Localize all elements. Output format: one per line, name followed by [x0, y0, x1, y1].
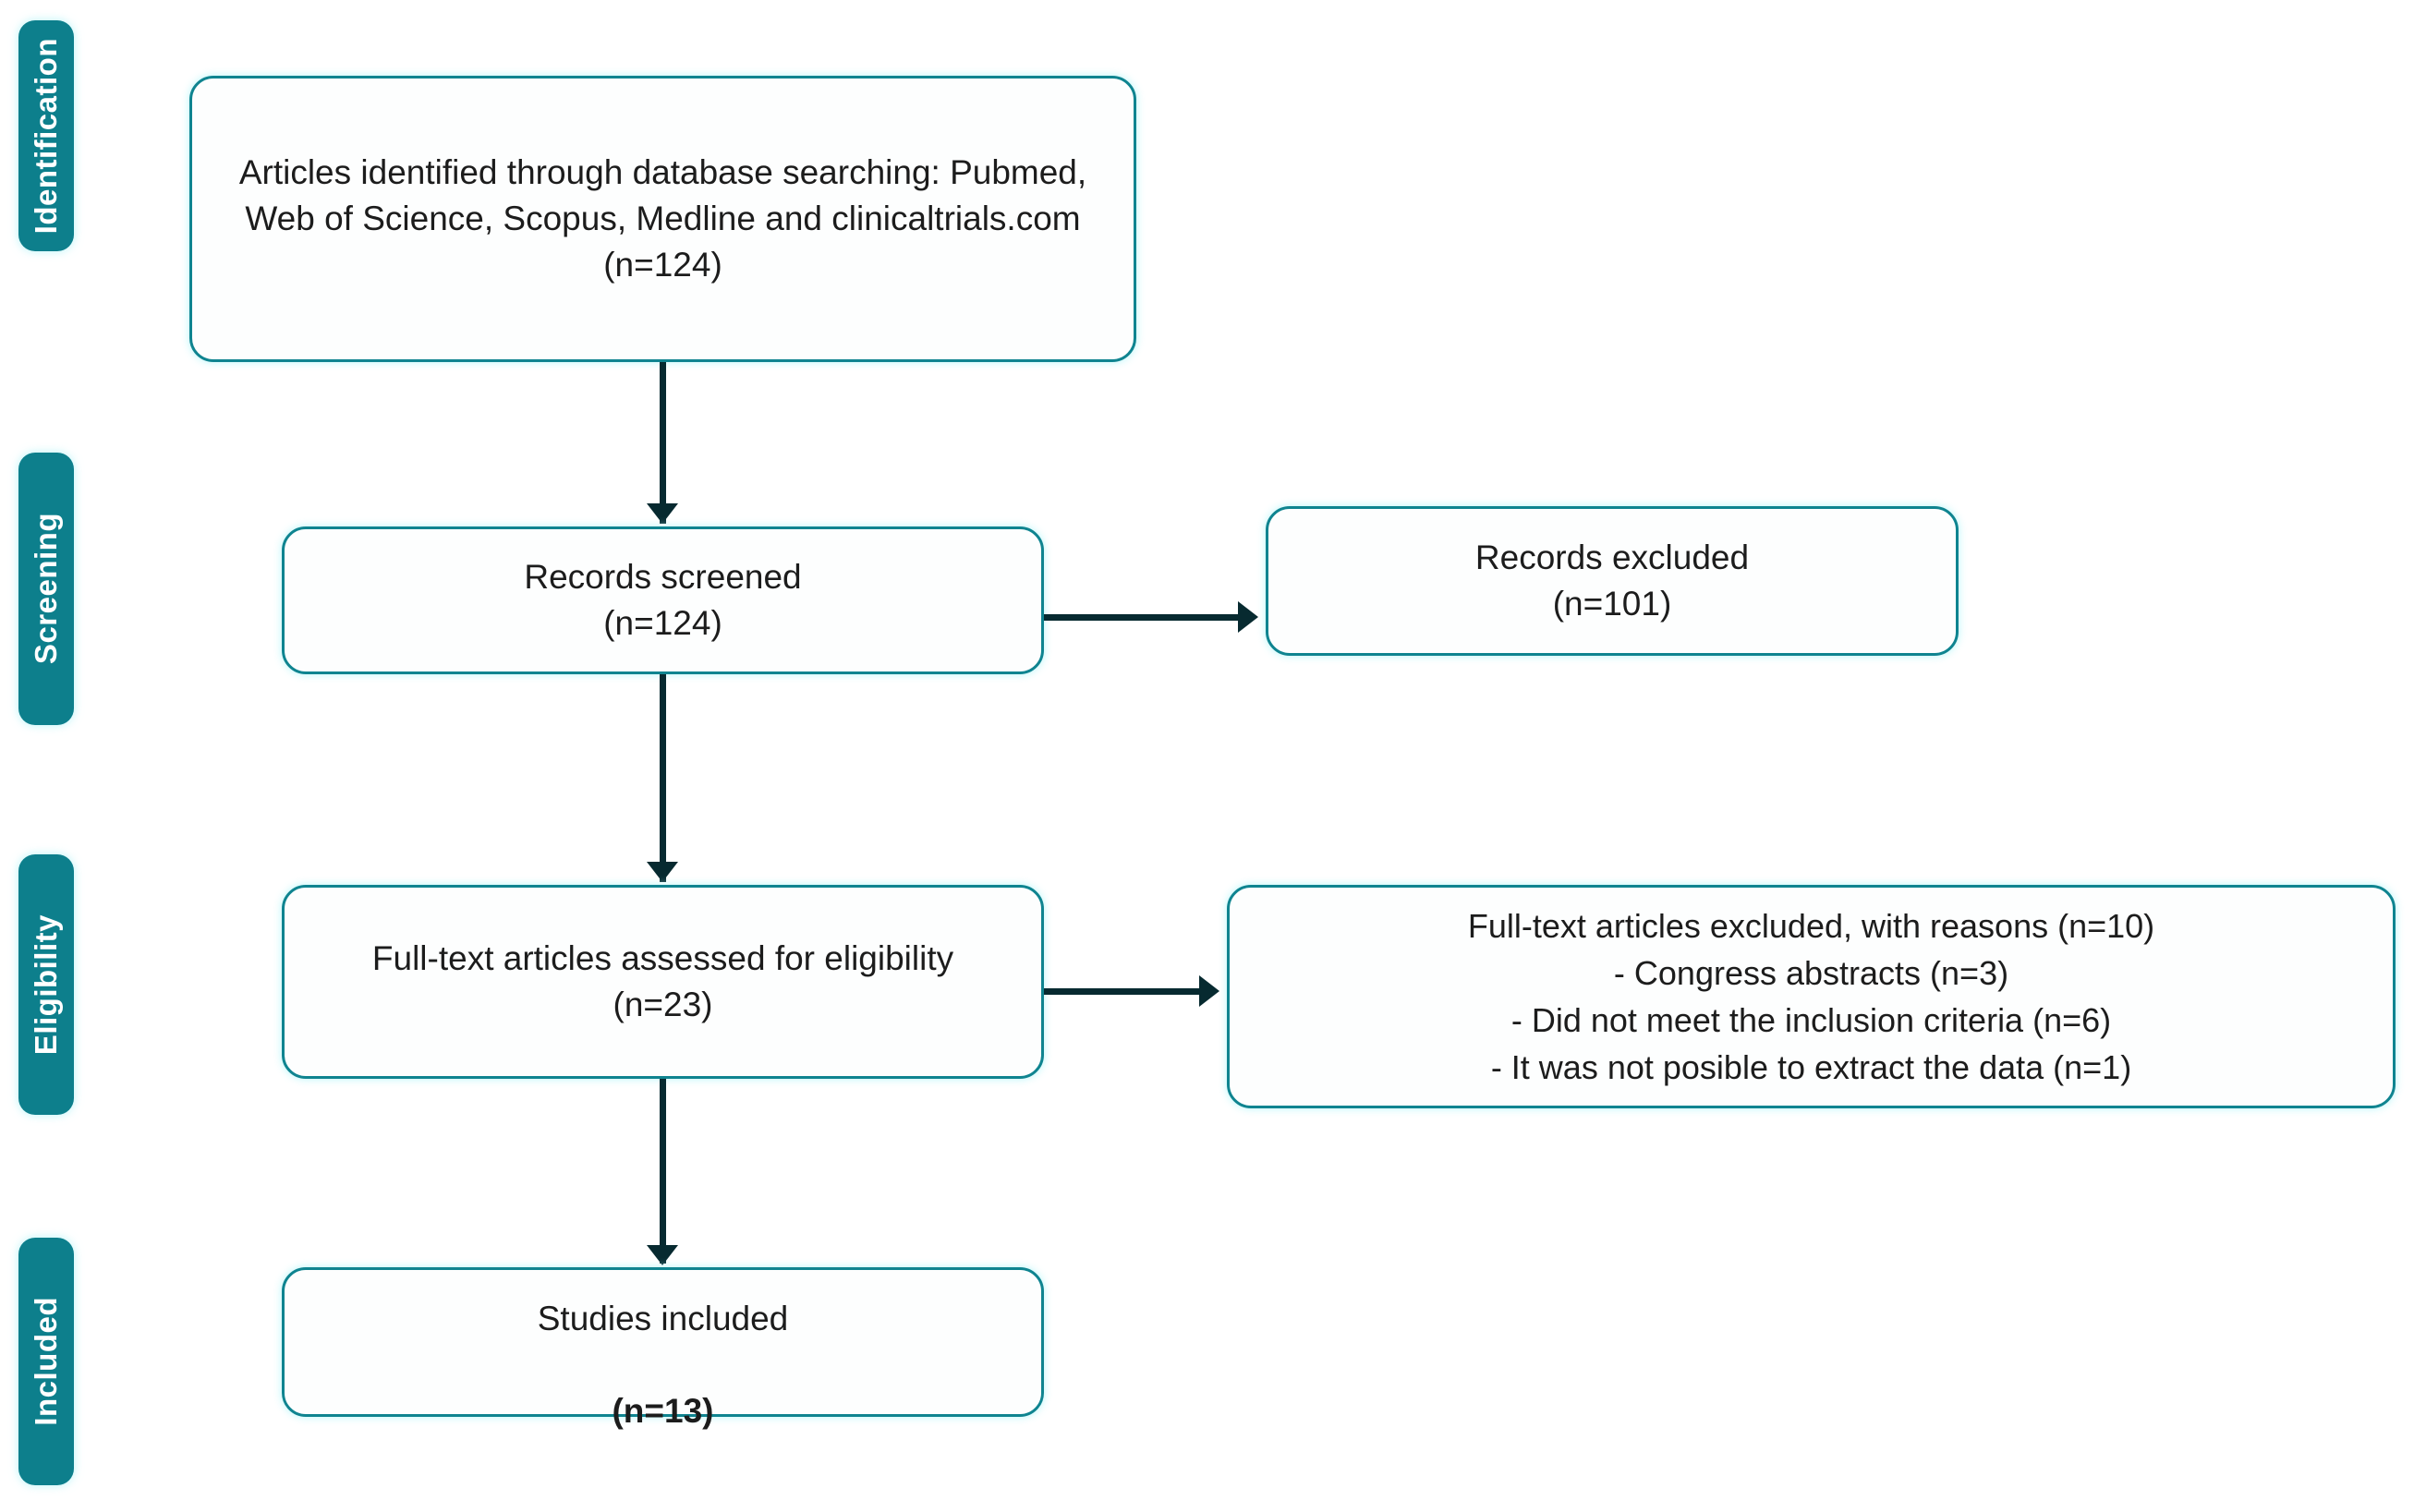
arrowhead-fulltext-to-included: [647, 1245, 678, 1265]
stage-label-identification: Identification: [29, 37, 63, 235]
arrowhead-fulltext-to-excluded: [1199, 975, 1219, 1007]
stage-bar-identification: Identification: [18, 20, 74, 251]
connector-screened-to-fulltext: [660, 674, 666, 882]
stage-bar-screening: Screening: [18, 453, 74, 725]
stage-bar-included: Included: [18, 1238, 74, 1485]
box-records-screened: Records screened (n=124): [282, 526, 1044, 674]
box-records-excluded-text: Records excluded (n=101): [1474, 538, 1750, 623]
box-fulltext-excluded: Full-text articles excluded, with reason…: [1227, 885, 2396, 1108]
box-records-excluded: Records excluded (n=101): [1266, 506, 1959, 656]
box-studies-included-text: Studies included (n=13): [538, 1249, 789, 1434]
stage-label-eligibility: Eligibility: [29, 913, 63, 1056]
box-studies-included-count: (n=13): [612, 1392, 714, 1431]
connector-fulltext-to-included: [660, 1079, 666, 1264]
box-records-screened-text: Records screened (n=124): [524, 557, 802, 642]
box-articles-identified-text: Articles identified through database sea…: [238, 152, 1087, 284]
arrowhead-screened-to-fulltext: [647, 862, 678, 882]
box-fulltext-excluded-text: Full-text articles excluded, with reason…: [1467, 906, 2155, 1087]
arrowhead-identified-to-screened: [647, 503, 678, 524]
box-studies-included: Studies included (n=13): [282, 1267, 1044, 1430]
box-fulltext-assessed-text: Full-text articles assessed for eligibil…: [371, 938, 954, 1023]
stage-label-screening: Screening: [29, 513, 63, 665]
stage-bar-eligibility: Eligibility: [18, 854, 74, 1115]
arrowhead-screened-to-excluded: [1238, 601, 1258, 633]
box-studies-included-label: Studies included: [537, 1299, 789, 1337]
connector-screened-to-excluded: [1044, 614, 1249, 621]
connector-identified-to-screened: [660, 362, 666, 524]
connector-fulltext-to-excluded: [1044, 988, 1210, 995]
stage-label-included: Included: [29, 1297, 63, 1426]
box-articles-identified: Articles identified through database sea…: [189, 76, 1136, 362]
box-fulltext-assessed: Full-text articles assessed for eligibil…: [282, 885, 1044, 1079]
